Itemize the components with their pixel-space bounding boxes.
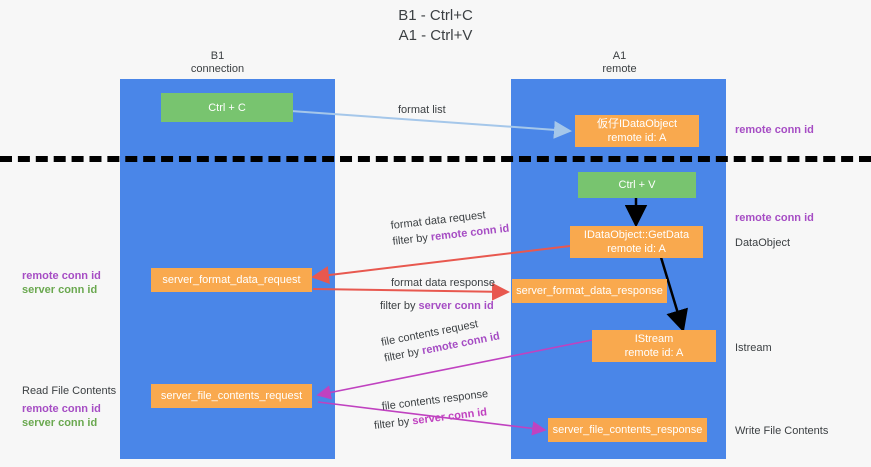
box-server-format-data-response[interactable]: server_format_data_response [512, 279, 667, 303]
box-server-file-contents-request[interactable]: server_file_contents_request [151, 384, 312, 408]
filter-prefix: filter by [391, 231, 432, 248]
box-ctrl-c[interactable]: Ctrl + C [161, 93, 293, 122]
column-header-b1-role: connection [190, 63, 245, 75]
box-idataobject-top-line2: remote id: A [607, 132, 667, 144]
column-header-a1: A1 remote [557, 50, 682, 76]
annotation-left-server-conn-id-mid: server conn id [22, 284, 98, 296]
box-idataobject-top[interactable]: 仮仔IDataObject remote id: A [575, 115, 699, 147]
arrow-label-file-contents-response-group: file contents response filter by server … [373, 387, 491, 432]
filter-key-server-conn-id: server conn id [418, 300, 494, 312]
box-istream-line2: remote id: A [624, 347, 684, 359]
column-header-b1: B1 connection [155, 50, 280, 76]
box-server-file-contents-response-label: server_file_contents_response [552, 424, 703, 436]
annotation-right-remote-conn-id-mid: remote conn id [735, 212, 814, 224]
filter-prefix: filter by [373, 415, 414, 432]
annotation-right-dataobject: DataObject [735, 237, 791, 249]
annotation-left-remote-conn-id-mid: remote conn id [22, 270, 101, 282]
box-server-format-data-request-label: server_format_data_request [162, 274, 301, 286]
annotation-left-remote-conn-id-bottom: remote conn id [22, 403, 101, 415]
box-getdata-line1: IDataObject::GetData [583, 229, 690, 241]
column-header-b1-name: B1 [210, 50, 225, 62]
box-idataobject-top-line1: 仮仔IDataObject [596, 118, 678, 130]
box-ctrl-v-label: Ctrl + V [618, 179, 656, 191]
box-istream-line1: IStream [634, 333, 674, 345]
annotation-left-read-file-contents: Read File Contents [22, 385, 117, 397]
section-divider [0, 156, 871, 162]
box-server-format-data-request[interactable]: server_format_data_request [151, 268, 312, 292]
arrow-label-file-contents-request-group: file contents request filter by remote c… [380, 314, 501, 366]
arrow-label-format-data-response: format data response [391, 277, 495, 289]
filter-key-server-conn-id: server conn id [411, 406, 488, 428]
arrow-label-format-list: format list [398, 104, 446, 116]
box-ctrl-c-label: Ctrl + C [208, 101, 246, 114]
arrow-label-format-data-response-filter: filter by server conn id [380, 299, 494, 313]
annotation-right-istream: Istream [735, 342, 772, 354]
annotation-right-write-file-contents: Write File Contents [735, 425, 829, 437]
box-server-file-contents-response[interactable]: server_file_contents_response [548, 418, 707, 442]
column-header-a1-name: A1 [612, 50, 627, 62]
box-ctrl-v[interactable]: Ctrl + V [578, 172, 696, 198]
arrow-label-format-data-request-group: format data request filter by remote con… [390, 206, 510, 249]
annotation-left-server-conn-id-bottom: server conn id [22, 417, 98, 429]
filter-prefix: filter by [380, 300, 419, 312]
box-server-file-contents-request-label: server_file_contents_request [160, 390, 303, 402]
title-line-1: B1 - Ctrl+C [398, 7, 473, 24]
box-server-format-data-response-label: server_format_data_response [516, 285, 663, 297]
column-header-a1-role: remote [602, 63, 637, 75]
box-idataobject-getdata[interactable]: IDataObject::GetData remote id: A [570, 226, 703, 258]
box-istream[interactable]: IStream remote id: A [592, 330, 716, 362]
diagram-title: B1 - Ctrl+C A1 - Ctrl+V [0, 6, 871, 46]
box-getdata-line2: remote id: A [607, 243, 666, 255]
annotation-right-remote-conn-id-top: remote conn id [735, 124, 814, 136]
title-line-2: A1 - Ctrl+V [398, 27, 473, 44]
